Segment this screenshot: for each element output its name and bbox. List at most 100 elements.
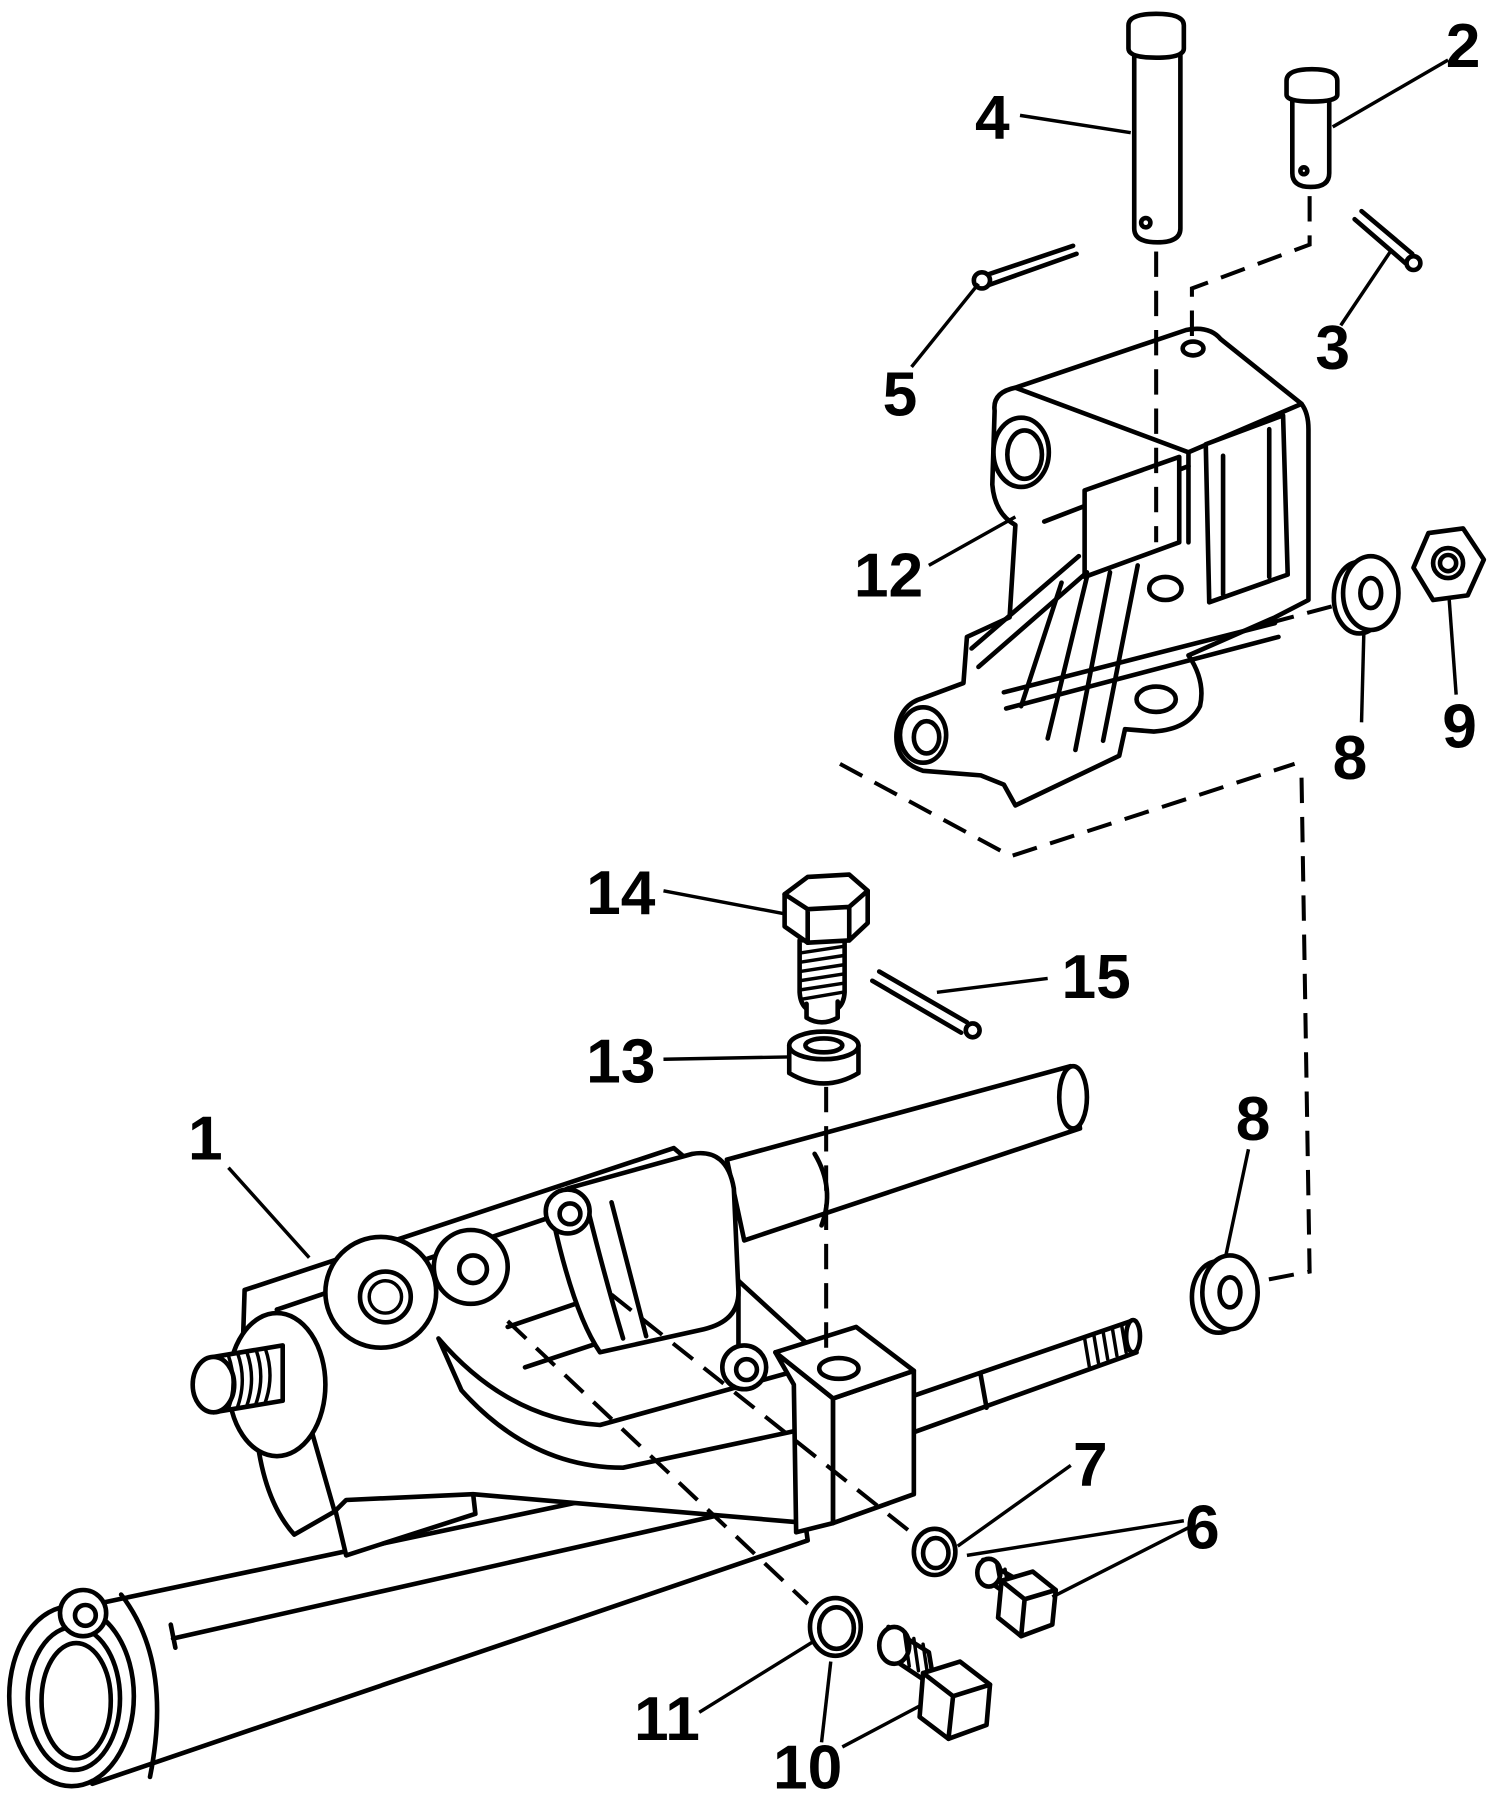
- small-lug-hole: [456, 1253, 490, 1286]
- assembly-lines: [506, 196, 1339, 1606]
- part-13-bushing: [786, 1029, 861, 1086]
- yoke-stud-hole: [733, 1356, 760, 1383]
- callout-2: 2: [1446, 12, 1481, 81]
- pin-2-shank: [1289, 94, 1332, 190]
- callout-9: 9: [1442, 693, 1477, 762]
- leader-line-1: [227, 1166, 311, 1259]
- lower-tube-collar: [118, 1592, 160, 1780]
- leader-line-8-bottom: [1223, 1148, 1251, 1259]
- leader-lines: [227, 58, 1458, 1749]
- axis-ring-7: [610, 1293, 916, 1537]
- lower-rod-step: [978, 1373, 989, 1410]
- callout-labels: 4 2 5 3 12 8 9 14 15 13 1 8 7 6 11 10: [188, 12, 1480, 1800]
- fitting-10-stub-end: [876, 1624, 912, 1667]
- bracket-lug-hole: [1134, 684, 1179, 715]
- leader-line-3: [1339, 250, 1392, 327]
- part-2-pin: [1284, 66, 1340, 190]
- bracket-base-outline: [839, 761, 1296, 859]
- lower-rod-end: [1123, 1317, 1143, 1355]
- leader-line-11: [698, 1639, 816, 1714]
- bracket-right-pocket: [1203, 413, 1290, 605]
- callout-4: 4: [975, 83, 1010, 152]
- bracket-cross-bar: [1001, 620, 1281, 711]
- o-ring-11-inner: [816, 1604, 857, 1652]
- part-4-pin: [1126, 11, 1187, 245]
- leader-line-12: [928, 515, 1017, 567]
- nut-9-hole: [1437, 552, 1459, 574]
- cotter-5-legs: [985, 243, 1079, 288]
- o-ring-7-inner: [920, 1535, 951, 1571]
- callout-1: 1: [188, 1105, 223, 1174]
- part-5-cotter-pin: [971, 243, 1079, 291]
- axis-pin-2: [1189, 196, 1312, 340]
- part-6-fitting: [975, 1556, 1059, 1639]
- pin-4-head: [1126, 11, 1187, 60]
- callout-15: 15: [1062, 943, 1131, 1012]
- callout-8-top: 8: [1333, 724, 1368, 793]
- callout-12: 12: [854, 542, 923, 611]
- callout-8-bottom: 8: [1236, 1085, 1271, 1154]
- fitting-6-facets: [999, 1578, 1059, 1639]
- leader-line-9: [1447, 599, 1458, 695]
- cotter-15-eye: [963, 1021, 982, 1040]
- large-lug-hole: [357, 1269, 414, 1325]
- callout-7: 7: [1073, 1431, 1108, 1500]
- leader-line-4: [1019, 113, 1132, 135]
- bracket-upper-hole-inner: [1004, 428, 1045, 482]
- lower-threaded-rod: [903, 1318, 1139, 1436]
- callout-11: 11: [634, 1685, 700, 1754]
- pin-4-shank: [1131, 50, 1183, 245]
- piston-stud-hole: [557, 1201, 583, 1227]
- cotter-3-eye: [1404, 253, 1423, 273]
- bracket-pocket-lines: [1220, 426, 1272, 597]
- leader-line-7: [956, 1463, 1072, 1548]
- part-9-nut: [1411, 526, 1487, 603]
- leader-line-13: [663, 1055, 790, 1061]
- lower-tube-line: [170, 1495, 799, 1641]
- bracket-top-hole: [1180, 339, 1206, 358]
- part-10-fitting: [876, 1624, 993, 1742]
- bolt-14-threads: [797, 944, 847, 1001]
- pin-2-head: [1284, 66, 1340, 104]
- part-12-bracket: [894, 326, 1311, 808]
- fitting-6-stub-end: [975, 1556, 1003, 1589]
- pin-4-hole: [1138, 215, 1153, 230]
- bracket-strut: [969, 553, 1090, 670]
- callout-14: 14: [586, 859, 656, 928]
- fitting-10-facets: [920, 1670, 993, 1742]
- part-1-housing: [6, 1063, 1143, 1789]
- leader-line-8-top: [1359, 632, 1366, 723]
- bushing-13-bore: [803, 1036, 845, 1055]
- washer-8-top-hole: [1358, 575, 1384, 611]
- left-fitting-end: [190, 1354, 237, 1415]
- leader-line-5: [910, 282, 980, 369]
- cotter-15-legs: [870, 969, 970, 1035]
- bracket-front-hole-inner: [911, 718, 942, 756]
- fitting-6-hex: [995, 1569, 1059, 1639]
- part-14-bolt: [782, 872, 870, 1025]
- block-hole: [816, 1355, 861, 1382]
- leader-line-14: [663, 889, 785, 916]
- lower-tube-inner-ring: [39, 1640, 114, 1761]
- part-11-o-ring: [807, 1595, 864, 1659]
- leader-line-10b: [841, 1703, 922, 1749]
- callout-3: 3: [1315, 314, 1350, 383]
- callout-10: 10: [773, 1733, 842, 1800]
- bolt-14-tip: [804, 999, 840, 1025]
- leader-line-10a: [819, 1661, 833, 1743]
- leader-line-6a: [966, 1519, 1185, 1558]
- callout-13: 13: [586, 1027, 655, 1096]
- part-3-cotter-pin: [1352, 208, 1423, 273]
- washer-8-bottom-hole: [1217, 1274, 1243, 1310]
- upper-rod: [724, 1063, 1083, 1243]
- large-lug-thread: [367, 1279, 404, 1315]
- pin-2-hole: [1298, 164, 1310, 177]
- piston-arc-1: [586, 1209, 626, 1341]
- lower-tube-tick: [168, 1622, 178, 1650]
- bolt-14-head-facets: [782, 888, 870, 945]
- callout-5: 5: [883, 360, 918, 429]
- bracket-inner-hole: [1146, 574, 1184, 603]
- upper-rod-end: [1056, 1063, 1090, 1131]
- leader-line-2: [1331, 58, 1449, 129]
